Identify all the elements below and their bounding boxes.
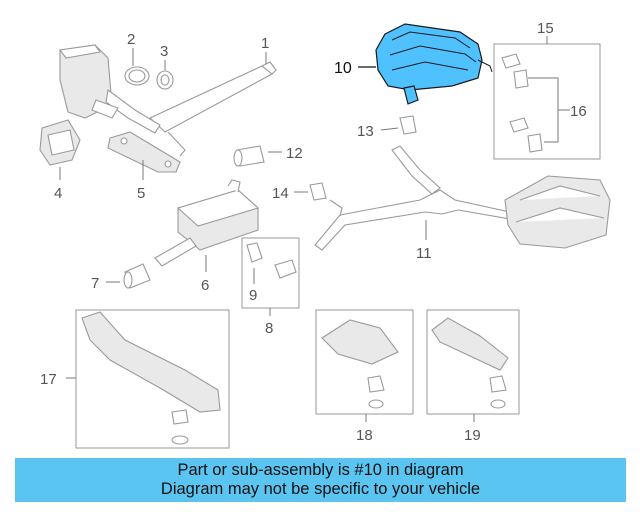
callout-6: 6 (201, 277, 209, 294)
part-13-clamp[interactable] (399, 115, 417, 135)
part-6-center-muffler[interactable] (154, 179, 260, 267)
callout-1: 1 (261, 35, 269, 52)
info-banner: Part or sub-assembly is #10 in diagram D… (15, 458, 626, 502)
part-16-hangers[interactable] (501, 53, 543, 153)
part-18-heat-shield[interactable] (321, 319, 399, 409)
part-12-connector[interactable] (233, 145, 265, 167)
callout-18: 18 (356, 427, 373, 444)
part-11-rear-pipe[interactable] (314, 145, 611, 251)
part-19-box (426, 309, 520, 415)
part-1-front-pipe[interactable] (149, 61, 277, 157)
exhaust-parts-diagram: 1 2 3 4 5 12 (39, 20, 611, 449)
callout-10: 10 (334, 60, 352, 77)
callout-19: 19 (464, 427, 481, 444)
callout-13: 13 (357, 123, 374, 140)
banner-line-1: Part or sub-assembly is #10 in diagram (177, 461, 464, 479)
callout-8: 8 (265, 320, 273, 337)
part-3-gasket[interactable] (156, 70, 174, 90)
part-2-clamp[interactable] (124, 66, 150, 86)
part-14-hanger[interactable] (309, 182, 327, 201)
callout-11: 11 (416, 245, 432, 262)
catalytic-converter (59, 44, 161, 134)
part-9-hanger[interactable] (246, 242, 297, 279)
callout-2: 2 (127, 31, 135, 48)
callout-3: 3 (160, 43, 168, 60)
part-4-heat-shield[interactable] (39, 119, 81, 166)
callout-7: 7 (91, 275, 99, 292)
callout-15: 15 (537, 20, 554, 37)
part-5-bracket[interactable] (107, 131, 181, 173)
part-19-heat-shield[interactable] (431, 317, 509, 409)
part-17-heat-shield[interactable] (81, 311, 221, 445)
callout-5: 5 (137, 185, 145, 202)
part-17-box (75, 309, 230, 449)
callout-16: 16 (570, 103, 587, 120)
callout-4: 4 (54, 185, 62, 202)
part-10-rear-muffler[interactable] (375, 23, 493, 105)
callout-9: 9 (249, 287, 257, 304)
callout-12: 12 (286, 145, 303, 162)
callout-17: 17 (40, 371, 57, 388)
part-18-box (315, 309, 414, 415)
callout-14: 14 (272, 185, 289, 202)
part-7-connector[interactable] (123, 263, 151, 289)
banner-line-2: Diagram may not be specific to your vehi… (160, 480, 481, 498)
